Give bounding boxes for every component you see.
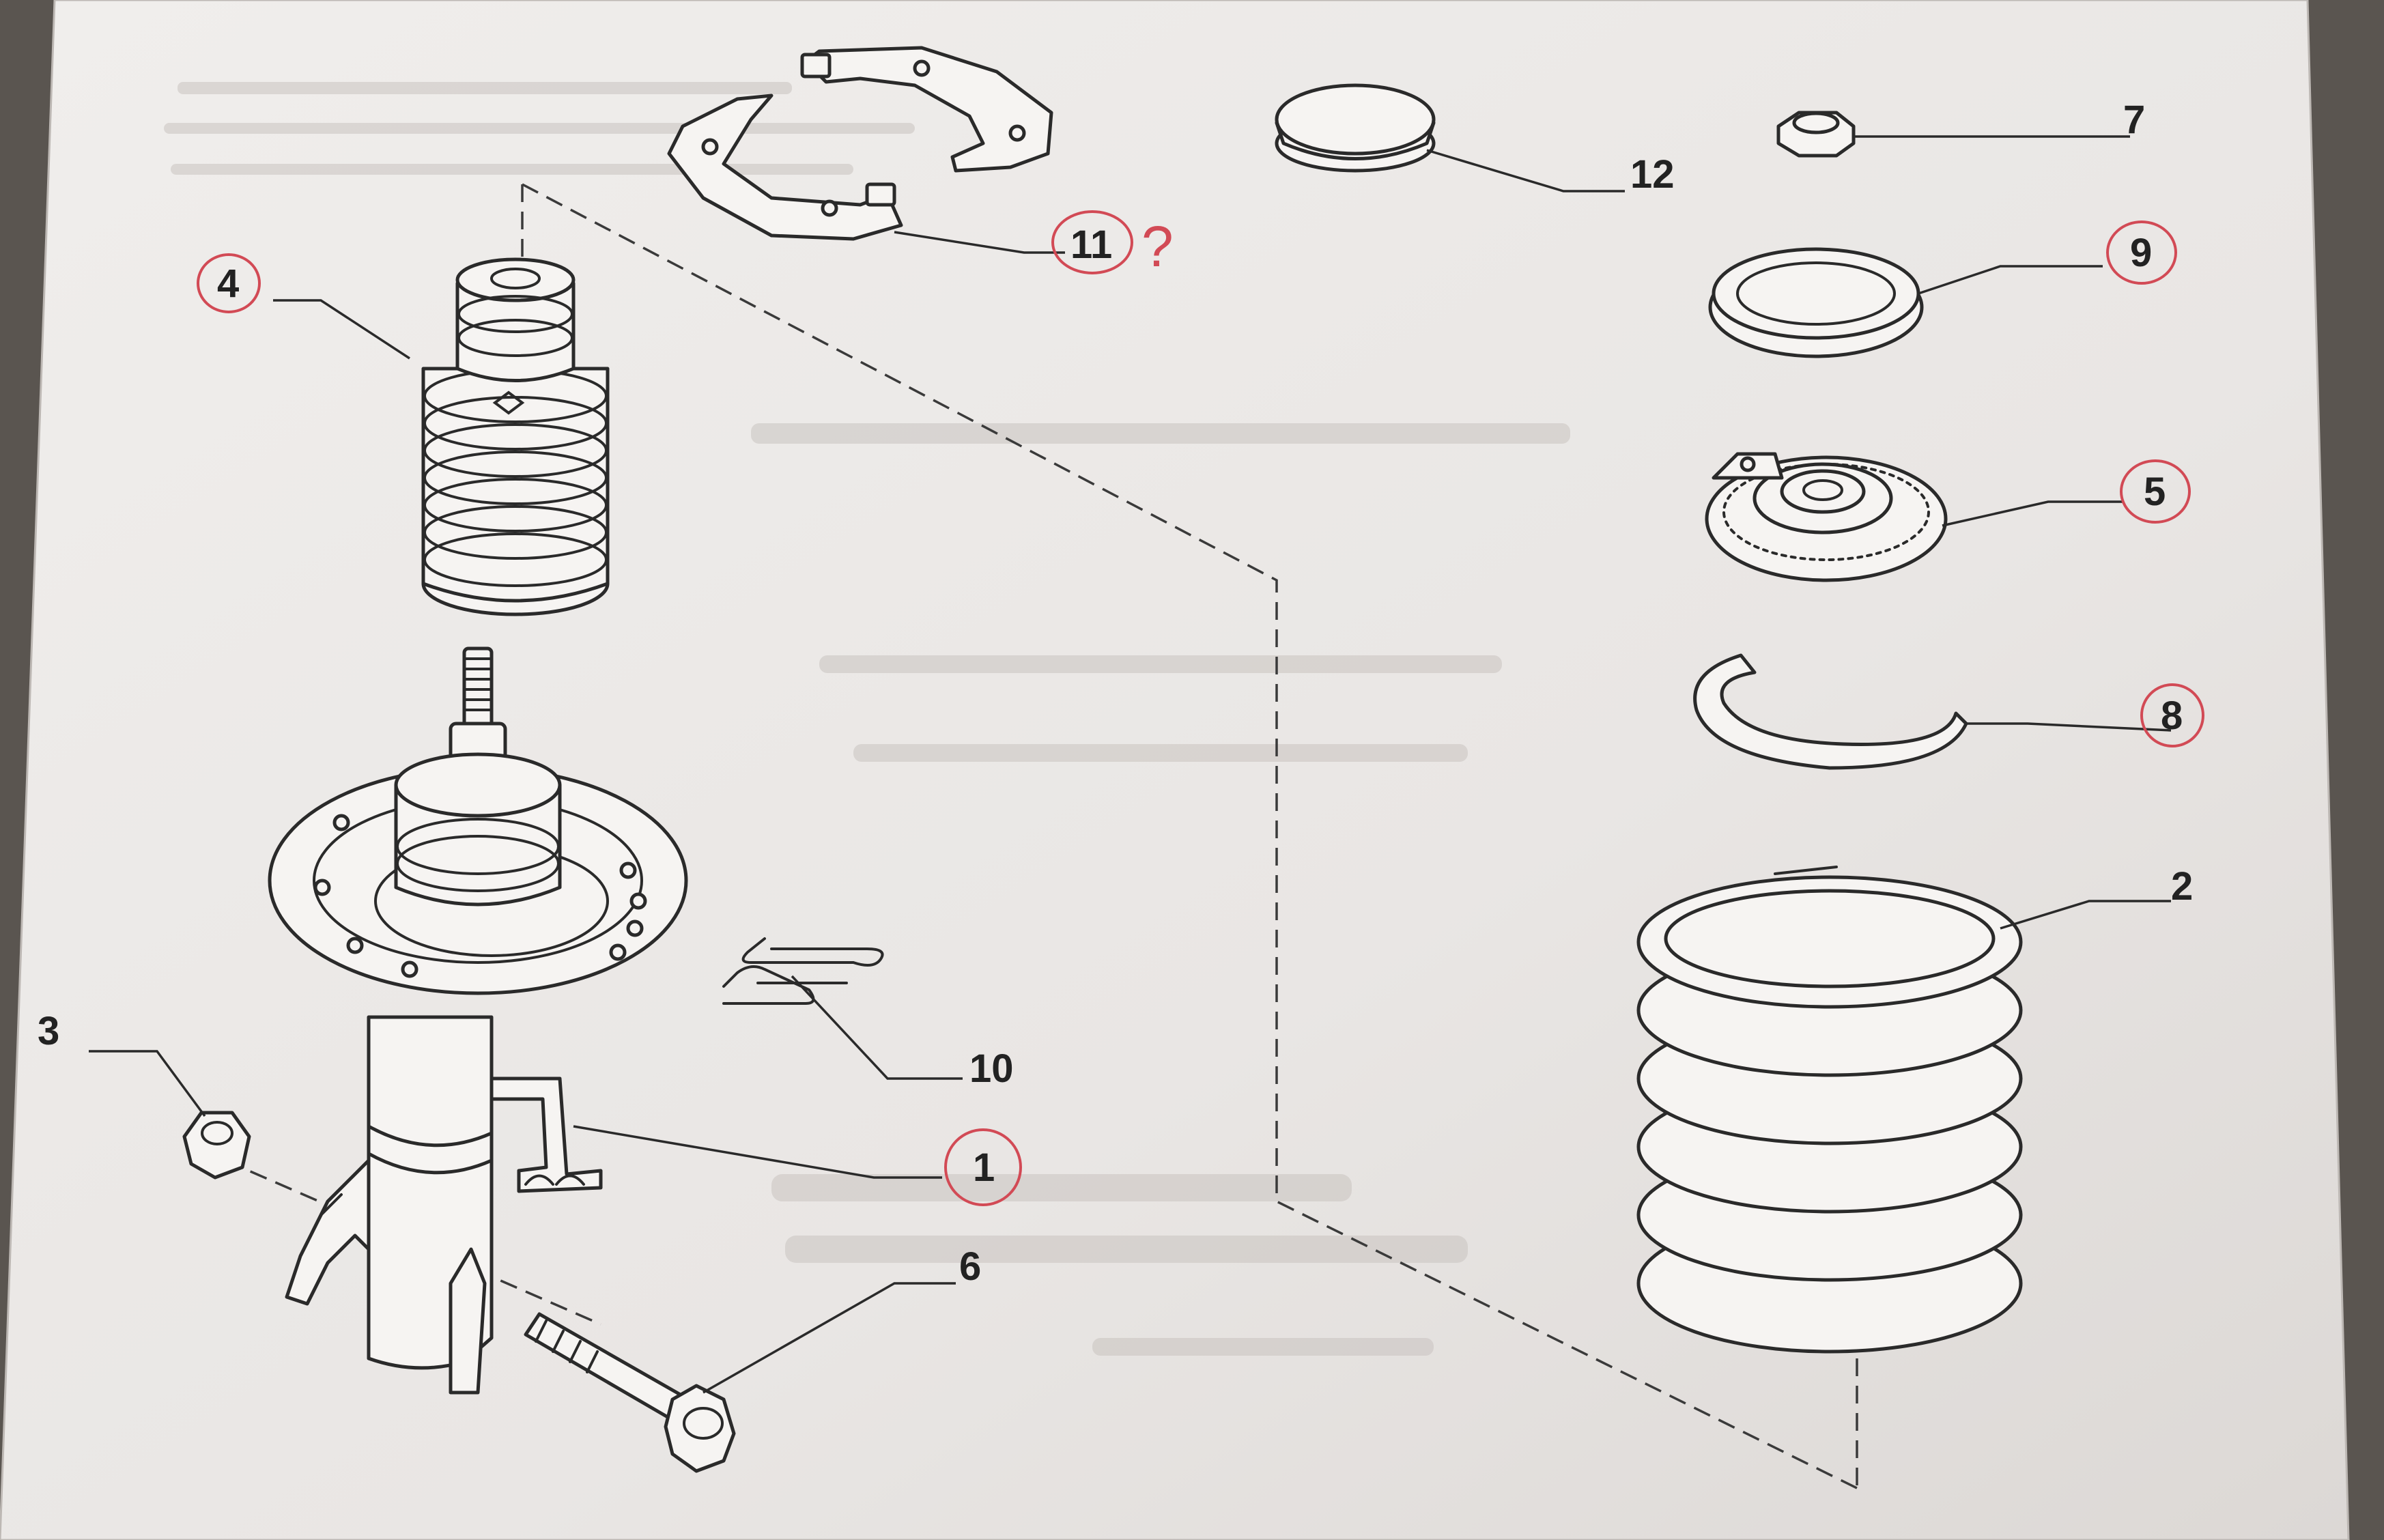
annotation-circle-8 bbox=[2140, 683, 2204, 747]
part-3-nut bbox=[182, 1111, 251, 1180]
leader-3 bbox=[89, 1050, 206, 1117]
leader-2 bbox=[2000, 900, 2171, 930]
part-12-dust-cap bbox=[1275, 83, 1436, 173]
part-5-upper-mount bbox=[1705, 452, 1948, 582]
assembly-guide-line bbox=[522, 183, 1858, 1489]
part-4-gaiter bbox=[421, 257, 610, 616]
label-8: 8 bbox=[2161, 694, 2183, 738]
part-9-ring-seat bbox=[1708, 247, 1924, 358]
leader-1 bbox=[573, 1125, 942, 1179]
leader-11 bbox=[894, 231, 1065, 254]
label-12: 12 bbox=[1630, 152, 1675, 197]
label-6: 6 bbox=[959, 1244, 981, 1289]
annotation-circle-11 bbox=[1051, 210, 1133, 274]
part-7-nut bbox=[1776, 111, 1856, 158]
leader-4 bbox=[273, 299, 410, 360]
red-annotations: ? bbox=[197, 210, 2204, 1206]
part-1-strut bbox=[268, 646, 688, 1395]
leader-6 bbox=[703, 1282, 956, 1394]
part-8-spring-seat bbox=[1693, 653, 1968, 770]
leader-9 bbox=[1918, 265, 2103, 295]
label-10: 10 bbox=[969, 1046, 1014, 1091]
leader-10 bbox=[791, 975, 963, 1080]
label-1: 1 bbox=[973, 1145, 995, 1190]
label-11: 11 bbox=[1070, 223, 1112, 267]
label-9: 9 bbox=[2130, 231, 2152, 275]
annotation-question-mark: ? bbox=[1141, 214, 1174, 279]
leader-8 bbox=[1966, 722, 2172, 732]
annotation-circle-4 bbox=[197, 253, 261, 313]
label-7: 7 bbox=[2123, 98, 2145, 142]
leader-lines bbox=[89, 135, 2172, 1394]
label-3: 3 bbox=[38, 1009, 59, 1053]
part-10-wire-clip bbox=[722, 937, 884, 1005]
part-2-coil-spring bbox=[1636, 866, 2023, 1354]
leader-5 bbox=[1942, 500, 2123, 527]
label-2: 2 bbox=[2171, 864, 2193, 909]
annotation-circle-9 bbox=[2106, 220, 2177, 285]
label-4: 4 bbox=[217, 261, 239, 306]
part-labels: 4 11 12 7 9 5 8 2 10 1 6 3 bbox=[38, 98, 2193, 1289]
label-5: 5 bbox=[2144, 470, 2166, 514]
annotation-circle-1 bbox=[944, 1128, 1022, 1206]
leader-12 bbox=[1426, 149, 1625, 192]
part-11-split-plate bbox=[667, 46, 1053, 241]
annotation-circle-5 bbox=[2120, 459, 2191, 524]
